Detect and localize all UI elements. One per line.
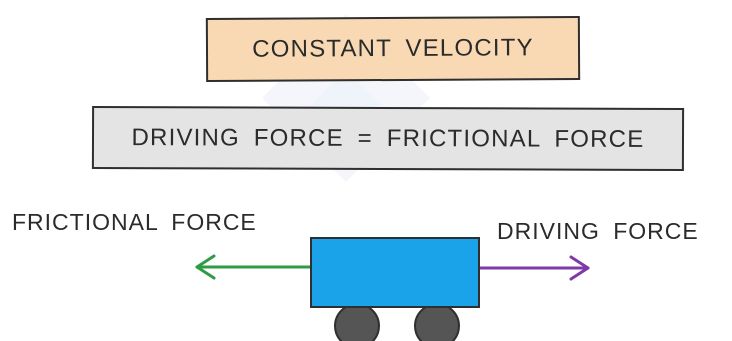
cart-body: [311, 238, 479, 307]
cart-icon: [311, 238, 479, 341]
left-arrow-icon: [197, 256, 310, 278]
left-wheel: [335, 304, 379, 341]
right-arrow-icon: [479, 257, 588, 279]
right-wheel: [415, 304, 459, 341]
